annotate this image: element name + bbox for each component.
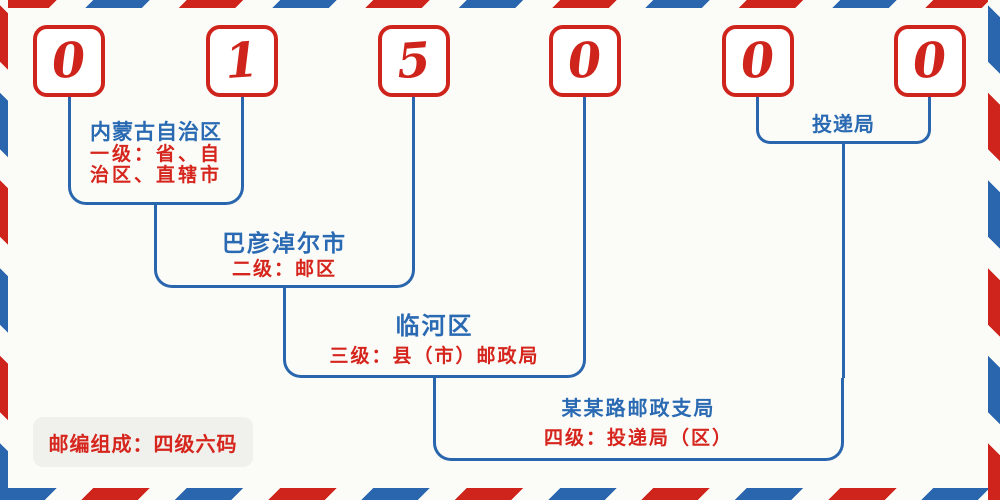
airmail-border-right [988,0,1000,500]
delivery-office-label: 投递局 [812,112,875,136]
level3-name: 临河区 [395,312,474,340]
postcode-digit-box-1: 0 [33,25,105,97]
postcode-digit-box-4: 0 [549,25,621,97]
level1-name: 内蒙古自治区 [90,120,222,144]
bracket-level1-province [68,97,244,205]
postcode-digit-box-3: 5 [378,25,450,97]
legend-note: 邮编组成：四级六码 [33,417,253,467]
level2-desc: 二级：邮区 [231,258,337,280]
postcode-digit: 1 [223,31,261,91]
connector-line-delivery [842,144,845,378]
postcode-digit: 0 [739,31,777,91]
level1-desc-line2: 治区、直辖市 [89,164,222,186]
legend-note-text: 邮编组成：四级六码 [48,431,238,456]
postcode-digit-box-5: 0 [722,25,794,97]
airmail-border-left [0,0,8,500]
postcode-digit: 0 [566,31,604,91]
bracket-delivery-office [756,97,931,144]
level1-desc-line1: 一级：省、自 [89,143,222,165]
airmail-border-top [0,0,1000,8]
bracket-level3-county [283,288,586,378]
level1-desc: 一级：省、自 治区、直辖市 [68,144,244,186]
postcode-digit: 0 [50,31,88,91]
connector-line-digit4 [583,97,586,288]
level4-name: 某某路邮政支局 [561,396,716,420]
postcode-digit: 0 [911,31,949,91]
airmail-border-bottom [0,488,1000,500]
bracket-level4-branch [433,378,844,461]
level3-desc: 三级：县（市）邮政局 [329,345,540,367]
level4-desc: 四级：投递局（区） [543,427,733,449]
connector-line-digit3 [412,97,415,205]
postcode-digit-box-6: 0 [894,25,966,97]
level2-name: 巴彦淖尔市 [222,231,347,257]
postcode-digit: 5 [395,31,433,91]
bracket-level2-postal-zone [154,205,415,288]
postcode-digit-box-2: 1 [206,25,278,97]
